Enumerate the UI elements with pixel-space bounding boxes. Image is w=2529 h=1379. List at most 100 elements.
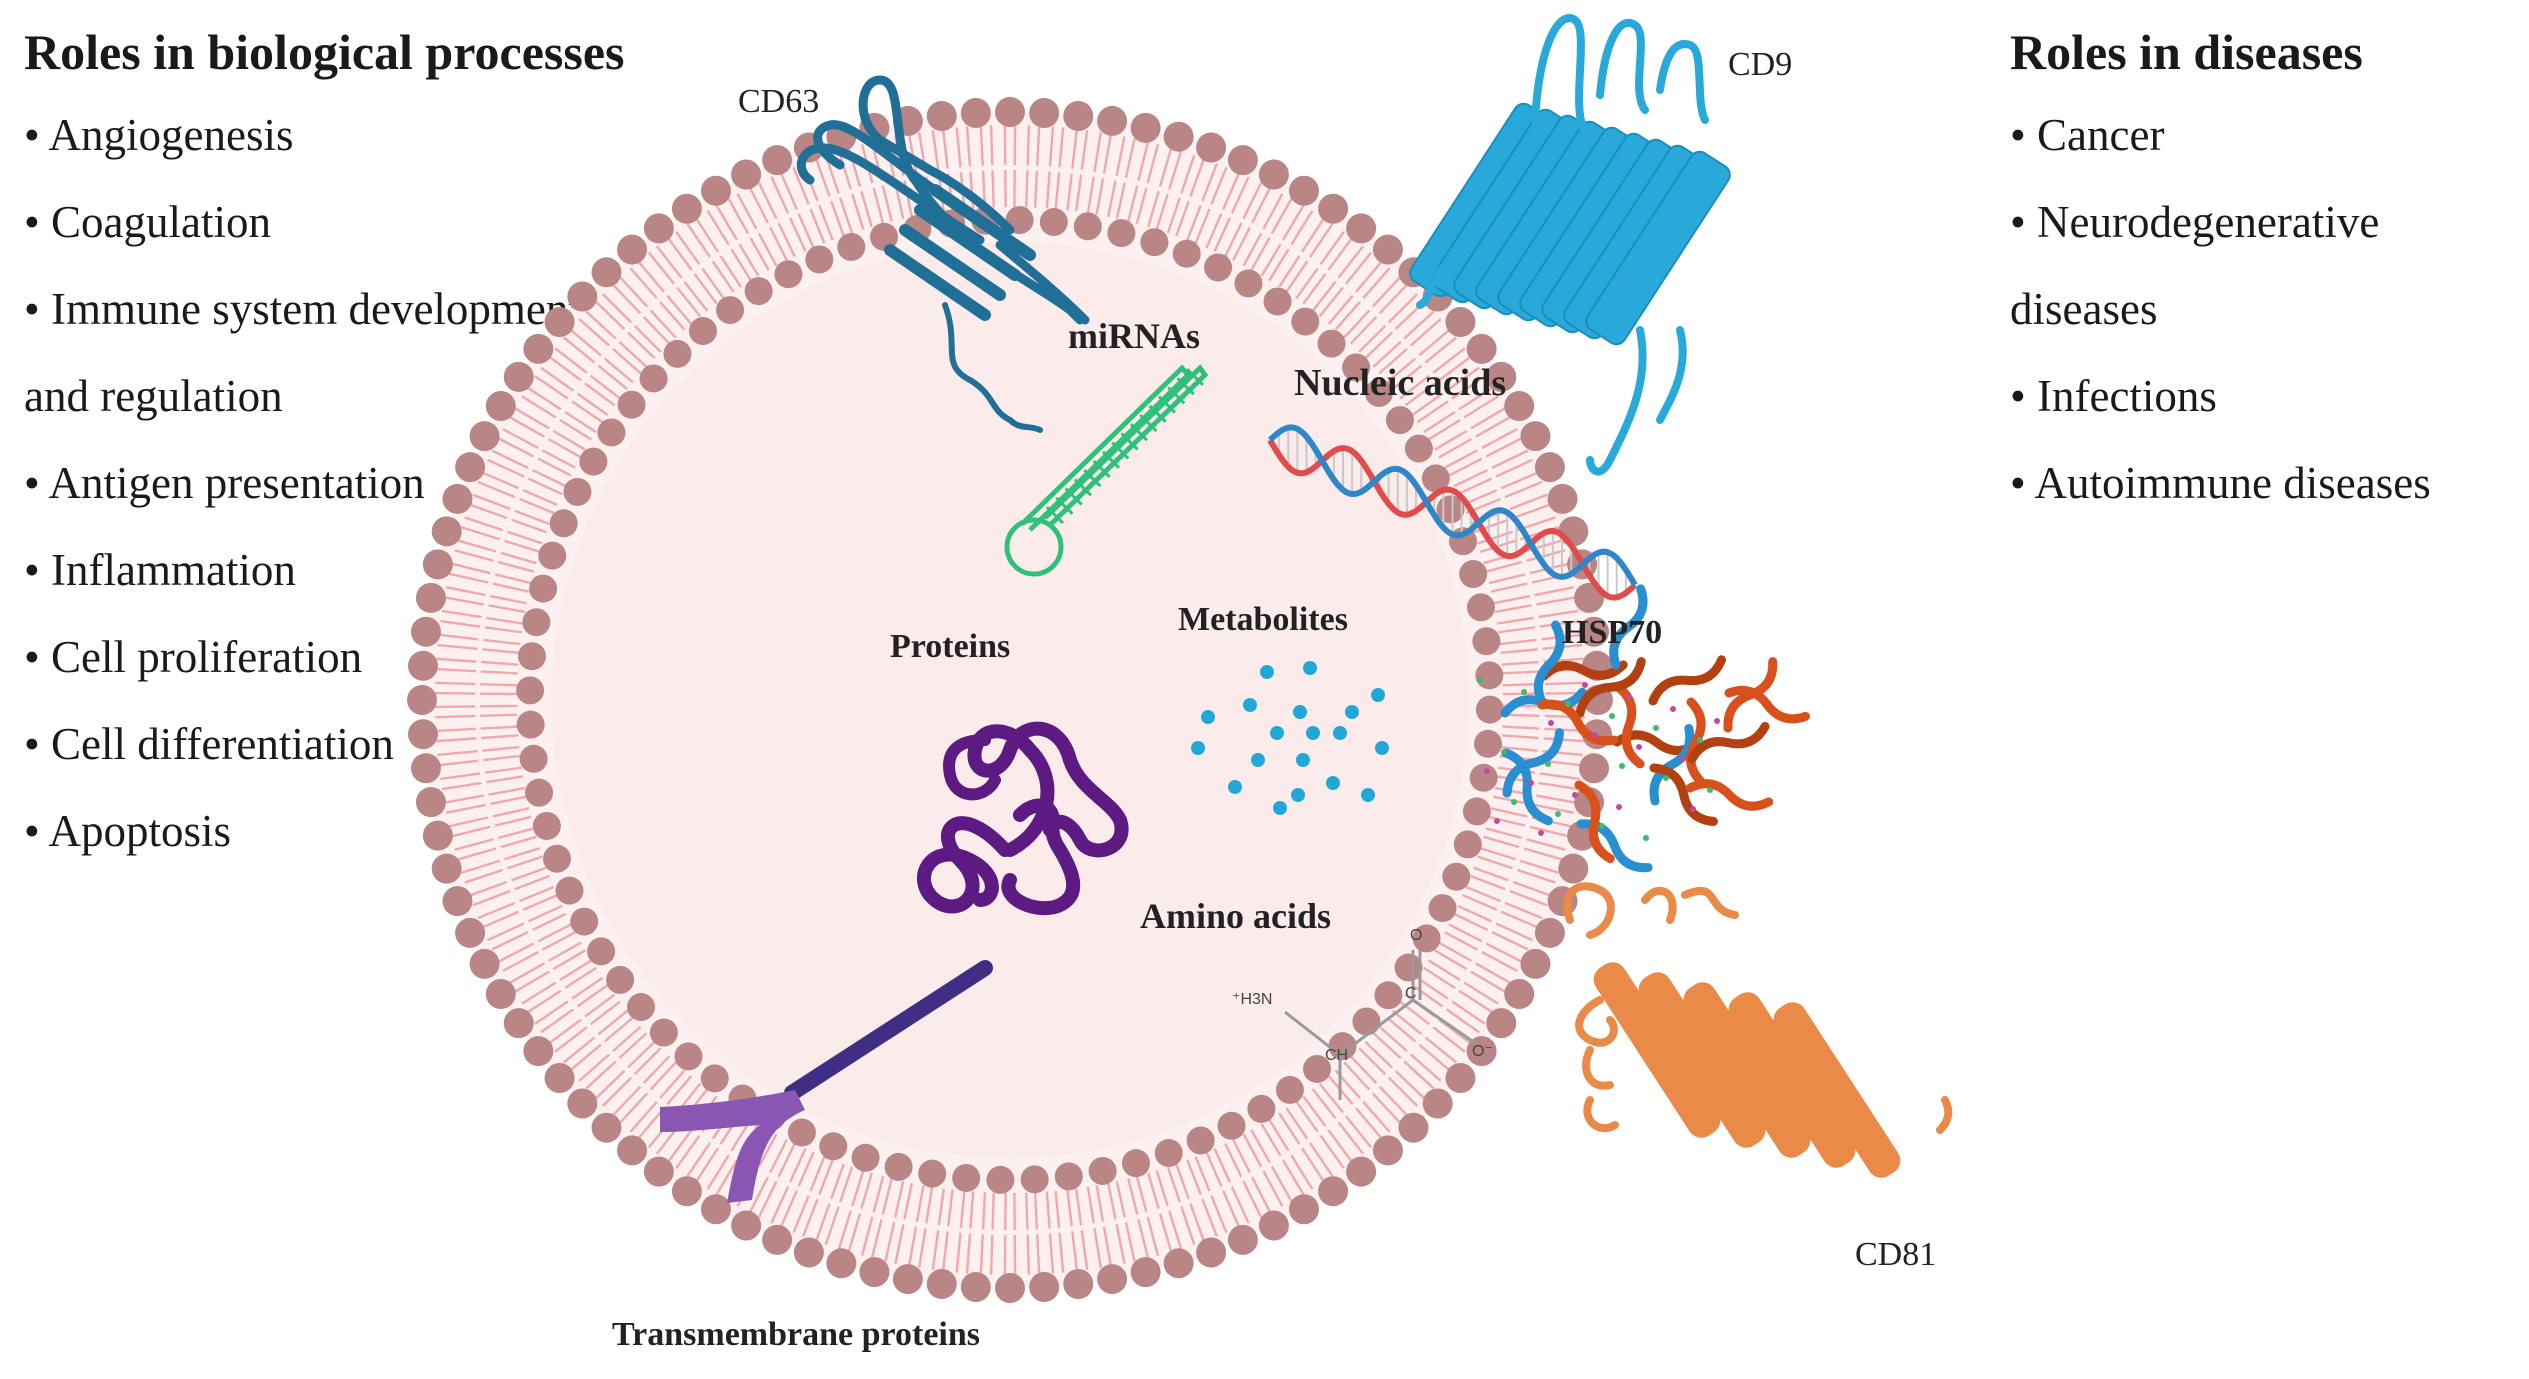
lipid-tail [1086, 176, 1095, 214]
mirna-rung [1073, 478, 1093, 497]
lipid-tail [480, 670, 518, 675]
lipid-tail [1251, 1176, 1272, 1214]
mirna-rung [1185, 367, 1205, 387]
inner-head [1275, 1075, 1304, 1104]
lipid-tail [991, 170, 995, 208]
lipid-tail [1409, 318, 1442, 347]
lipid-tail [564, 966, 597, 989]
lipid-tail [1124, 1222, 1136, 1262]
lipid-tail [490, 594, 527, 605]
hsp70-atom [1582, 682, 1588, 688]
metabolite-dot [1326, 776, 1340, 790]
lipid-tail [1388, 293, 1419, 324]
lipid-tail [571, 976, 604, 1000]
lipid-tail [1337, 245, 1365, 279]
lipid-tail [1538, 609, 1579, 619]
lipid-tail [894, 1224, 905, 1264]
mirna-rung [1045, 505, 1065, 525]
lipid-tail [464, 868, 504, 884]
lipid-tail [1500, 471, 1539, 490]
lipid-tail [1345, 251, 1373, 285]
lipid-tail [925, 1186, 934, 1224]
lipid-tail [1495, 922, 1533, 942]
inner-head [525, 778, 554, 807]
inner-head [688, 317, 717, 346]
lipid-tail [441, 609, 482, 619]
inner-head [1385, 406, 1414, 435]
lipid-tail [437, 643, 478, 651]
metabolites-label: Metabolites [1178, 601, 1348, 638]
lipid-tail [454, 838, 494, 851]
lipid-tail [548, 941, 582, 962]
metabolite-dots [1191, 661, 1389, 815]
lipid-tail [1319, 231, 1345, 266]
lipid-tail [979, 125, 985, 166]
mirna-rung [1064, 487, 1083, 506]
inner-head [519, 744, 548, 773]
lipid-tail [1418, 1043, 1451, 1072]
lipid-tail [457, 539, 497, 553]
inner-head [518, 642, 547, 671]
lipid-tail [454, 549, 494, 562]
lipid-tail [508, 962, 545, 985]
lipid-tail [500, 551, 537, 565]
hsp70-atom [1653, 725, 1659, 731]
lipid-tail [480, 713, 518, 718]
lipid-tail [1534, 803, 1575, 814]
outer-head [1466, 333, 1497, 364]
outer-head [410, 753, 441, 784]
outer-head [617, 234, 648, 265]
hsp70-atom [1690, 806, 1696, 812]
lipid-tail [1488, 573, 1526, 585]
inner-head [516, 676, 545, 705]
outer-head [1346, 213, 1377, 244]
lipid-tail [472, 889, 511, 907]
lipid-tail [1411, 392, 1444, 417]
lipid-tail [477, 901, 516, 920]
lipid-tail [675, 231, 701, 266]
inner-head [1317, 329, 1346, 358]
outer-head [926, 1269, 957, 1300]
cd63-protein [796, 75, 1090, 433]
lipid-tail [1499, 638, 1537, 646]
lipid-tail [1485, 827, 1523, 840]
lipid-tail [955, 127, 962, 168]
outer-head [455, 917, 486, 948]
lipid-tail [1222, 172, 1241, 210]
lipid-tail [514, 874, 550, 891]
mirna-rung [1092, 459, 1111, 479]
inner-head [1453, 830, 1482, 859]
lipid-tail [1230, 1186, 1250, 1224]
inner-head [663, 339, 692, 368]
outer-head [1130, 112, 1161, 143]
inner-head [563, 477, 592, 506]
lipid-tail [1166, 197, 1181, 234]
inner-head [1172, 239, 1201, 268]
lipid-tail [576, 983, 609, 1008]
metabolite-dot [1273, 801, 1287, 815]
inner-head [1217, 1111, 1246, 1140]
outer-head [1227, 1224, 1258, 1255]
lipid-tail [1327, 237, 1354, 271]
lipid-tail [1416, 976, 1449, 1000]
transmembrane-protein [660, 960, 993, 1203]
lipid-tail [637, 260, 665, 293]
lipid-tail [1349, 1055, 1378, 1084]
lipid-tail [715, 204, 738, 241]
lipid-tail [1127, 1178, 1139, 1215]
lipid-tail [1403, 1060, 1435, 1090]
lipid-tail [757, 182, 778, 220]
metabolite-dot [1243, 698, 1257, 712]
cd81-protein [1563, 882, 1953, 1178]
lipid-tail [559, 419, 593, 441]
lipid-tail [965, 1233, 972, 1274]
lipid-tail [502, 427, 539, 449]
outer-head [671, 193, 702, 224]
cd9-protein [1409, 14, 1731, 476]
lipid-tail [1095, 178, 1105, 215]
lipid-tail [1327, 294, 1354, 325]
lipid-tail [769, 226, 788, 261]
outer-head [567, 281, 598, 312]
lipid-tail [959, 1190, 966, 1228]
lipid-tail [727, 198, 750, 235]
